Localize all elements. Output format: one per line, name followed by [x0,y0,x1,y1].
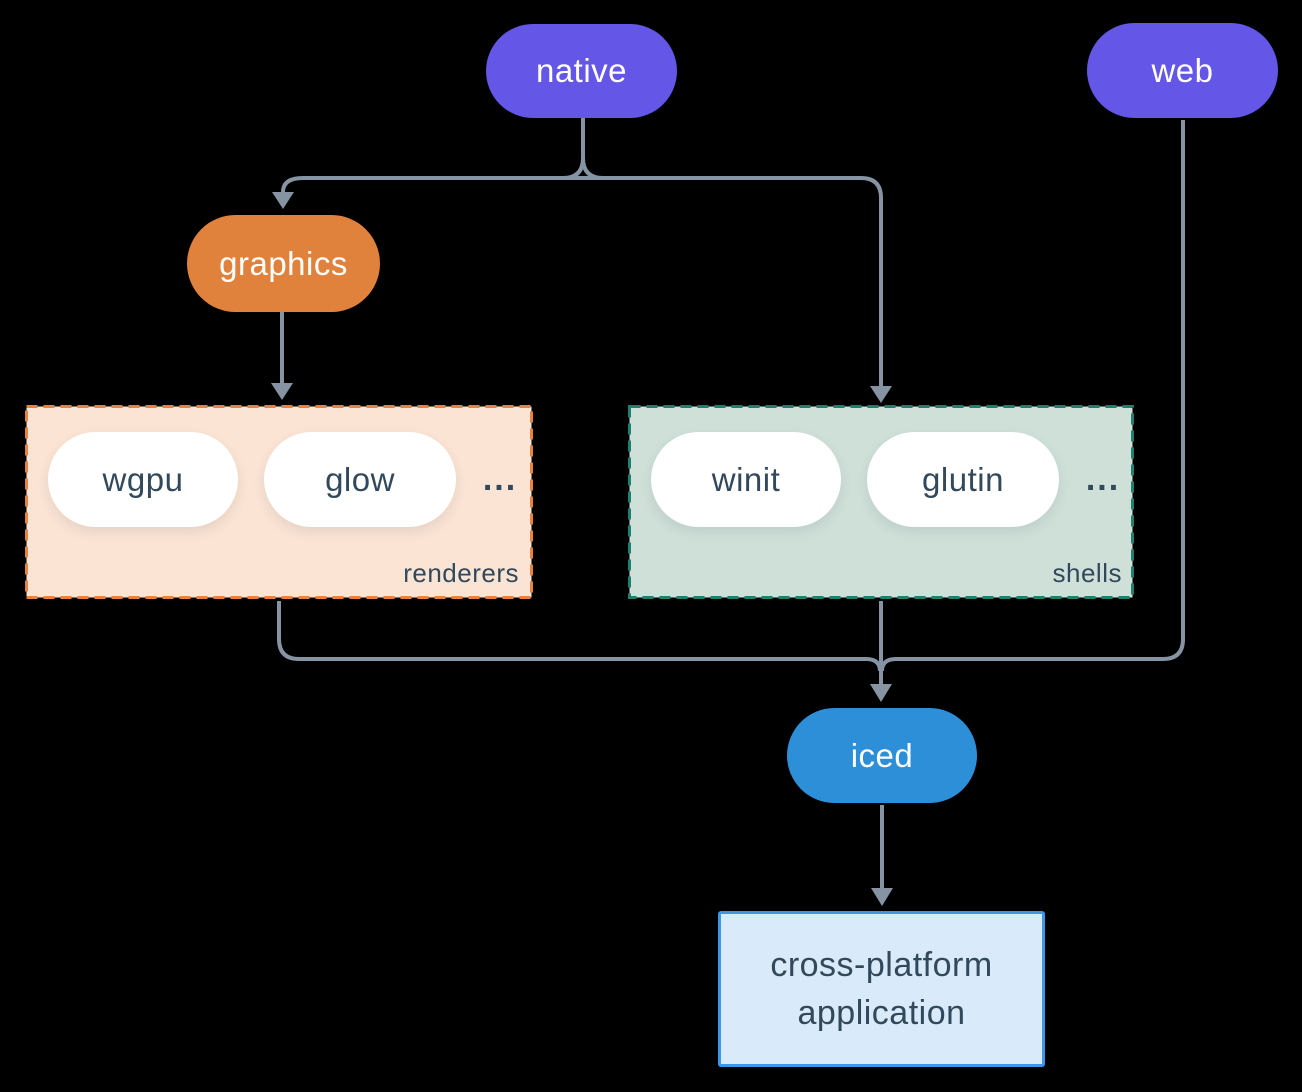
group-renderers: wgpu glow ... renderers [25,405,533,599]
arrowhead-iced [870,684,892,702]
node-winit-label: winit [711,460,781,498]
renderers-group-label: renderers [403,558,519,588]
node-graphics: graphics [187,215,380,312]
arrowhead-shells [870,386,892,403]
node-iced-label: iced [850,736,914,774]
group-shells: winit glutin ... shells [628,405,1136,599]
node-web: web [1087,23,1278,118]
node-native: native [486,24,677,118]
node-winit: winit [651,432,841,527]
shells-group-label: shells [1052,558,1122,588]
application-label-line-2: application [797,994,966,1032]
arrowhead-renderers [271,383,293,400]
node-native-label: native [535,52,628,89]
arrowhead-application [871,888,893,906]
node-wgpu-label: wgpu [102,460,184,498]
node-iced: iced [787,708,977,803]
node-wgpu: wgpu [48,432,238,527]
node-glutin-label: glutin [922,460,1004,498]
node-web-label: web [1151,51,1214,89]
edge-web-merge [880,120,1185,672]
edge-native-split-left [562,157,585,180]
edge-native-split-right [581,157,604,180]
edge-native-rail [281,176,883,388]
edge-renderers-merge [277,601,882,672]
renderers-ellipsis: ... [482,460,518,498]
node-glow: glow [264,432,456,527]
node-graphics-label: graphics [219,244,348,282]
shells-ellipsis: ... [1085,460,1121,498]
arrowhead-graphics [272,192,294,209]
application-label-line-1: cross-platform [770,946,993,984]
node-glutin: glutin [867,432,1059,527]
node-glow-label: glow [325,460,395,498]
node-cross-platform-application: cross-platform application [718,911,1045,1067]
